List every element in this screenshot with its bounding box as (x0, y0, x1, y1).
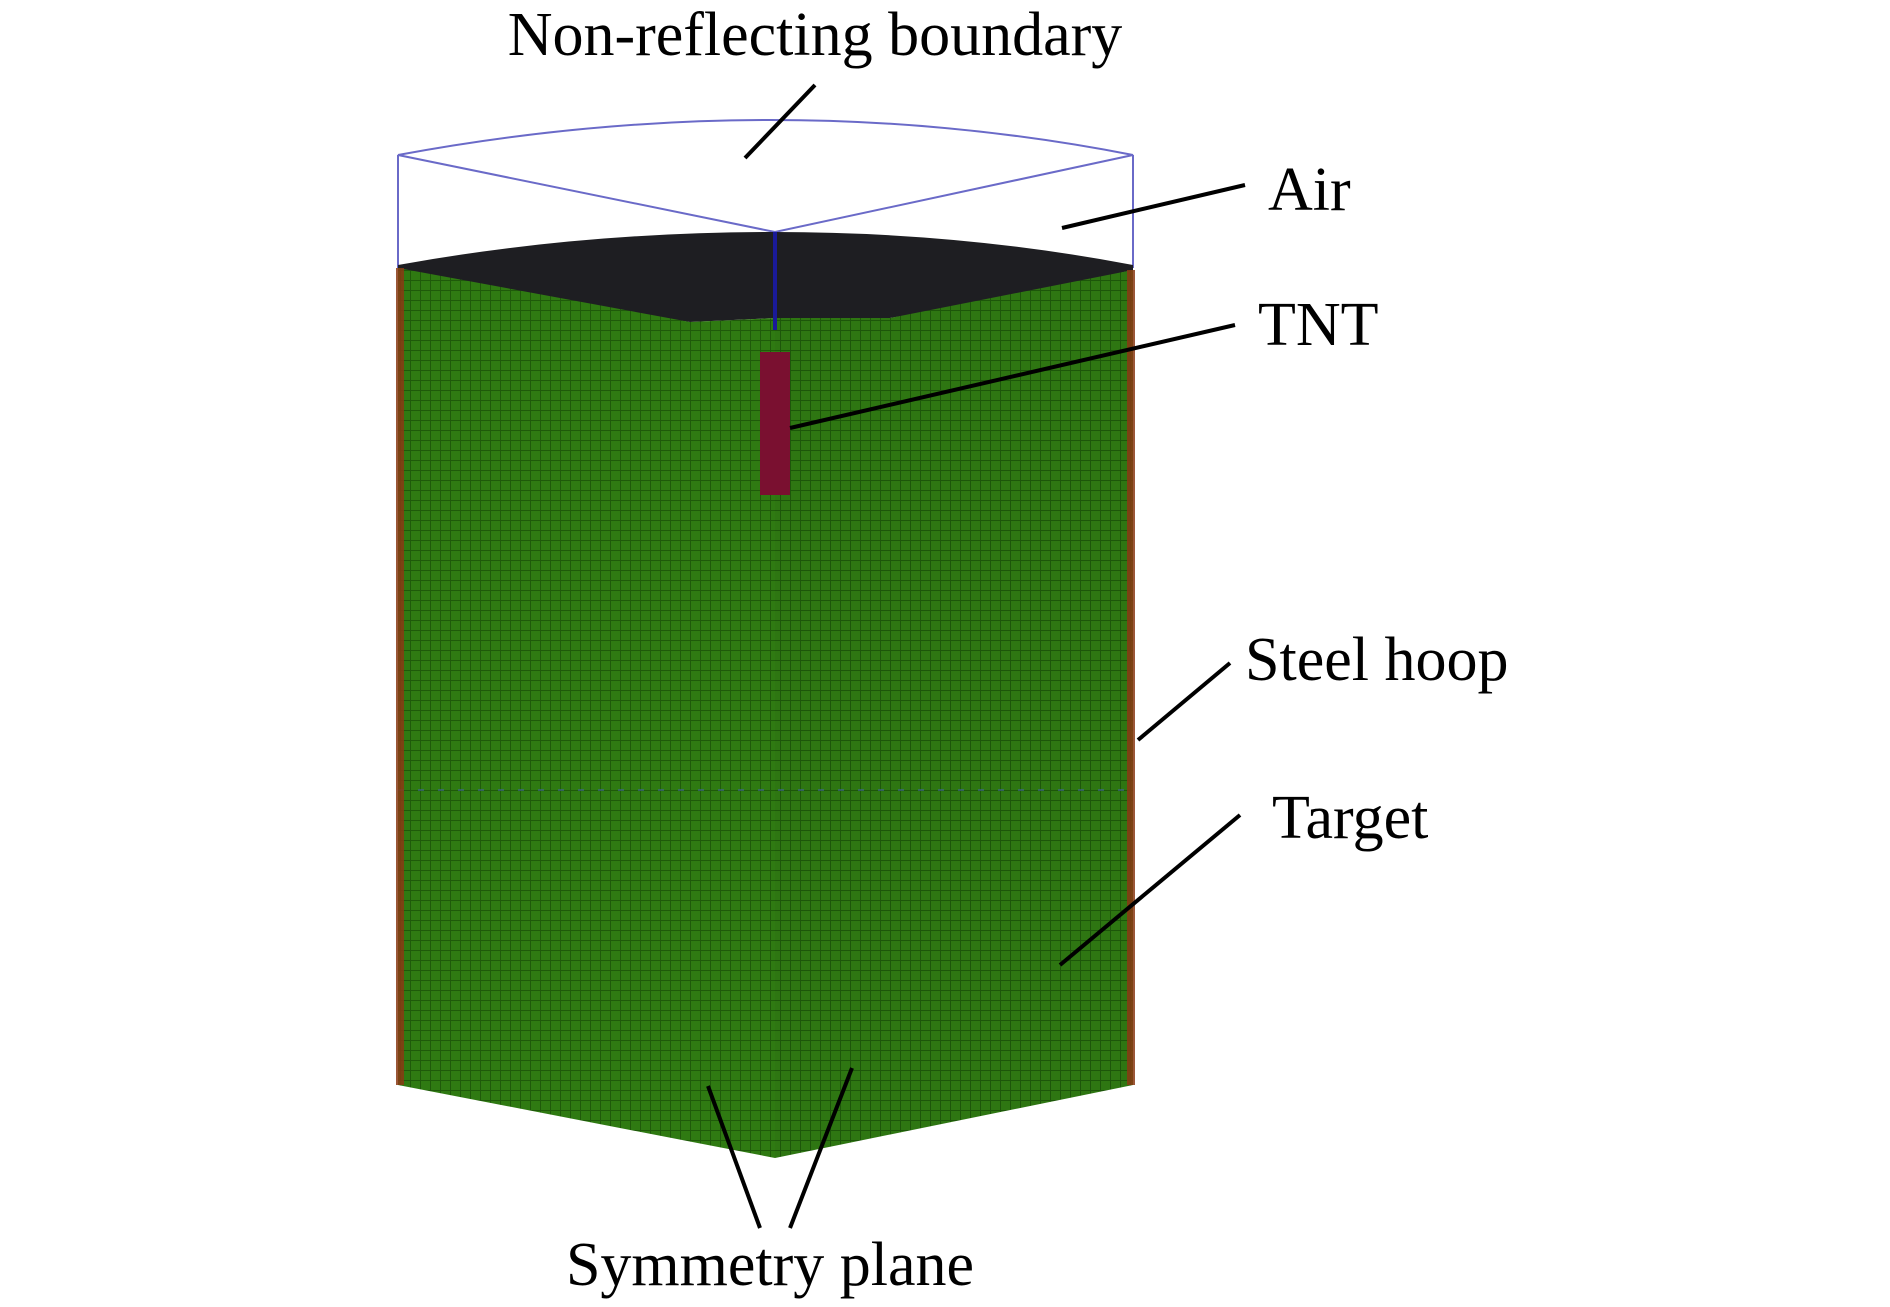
label-tnt: TNT (1258, 291, 1379, 359)
target-mesh (398, 232, 1133, 1158)
label-target: Target (1272, 784, 1428, 852)
steel-hoop-left (396, 268, 404, 1085)
target-face-left (398, 268, 775, 1158)
air-top-outline (397, 119, 1134, 234)
labels: Non-reflecting boundary Air TNT Steel ho… (508, 1, 1509, 1299)
leader-non-reflecting (743, 83, 817, 160)
leader-target (1058, 813, 1242, 967)
label-symmetry-plane: Symmetry plane (566, 1231, 974, 1299)
leader-tnt (789, 323, 1236, 430)
label-non-reflecting-boundary: Non-reflecting boundary (508, 1, 1123, 69)
target-top-surface (398, 232, 1133, 322)
leader-air (1061, 183, 1246, 230)
steel-hoop-right (1127, 270, 1135, 1085)
label-steel-hoop: Steel hoop (1245, 626, 1508, 694)
tnt-charge (760, 352, 790, 495)
label-air: Air (1268, 156, 1351, 224)
target-face-right (775, 270, 1133, 1158)
steel-hoop (396, 268, 1135, 1085)
leader-lines (706, 83, 1246, 1229)
leader-symmetry-left (706, 1085, 762, 1229)
leader-steel-hoop (1136, 661, 1232, 742)
leader-symmetry-right (788, 1067, 854, 1229)
